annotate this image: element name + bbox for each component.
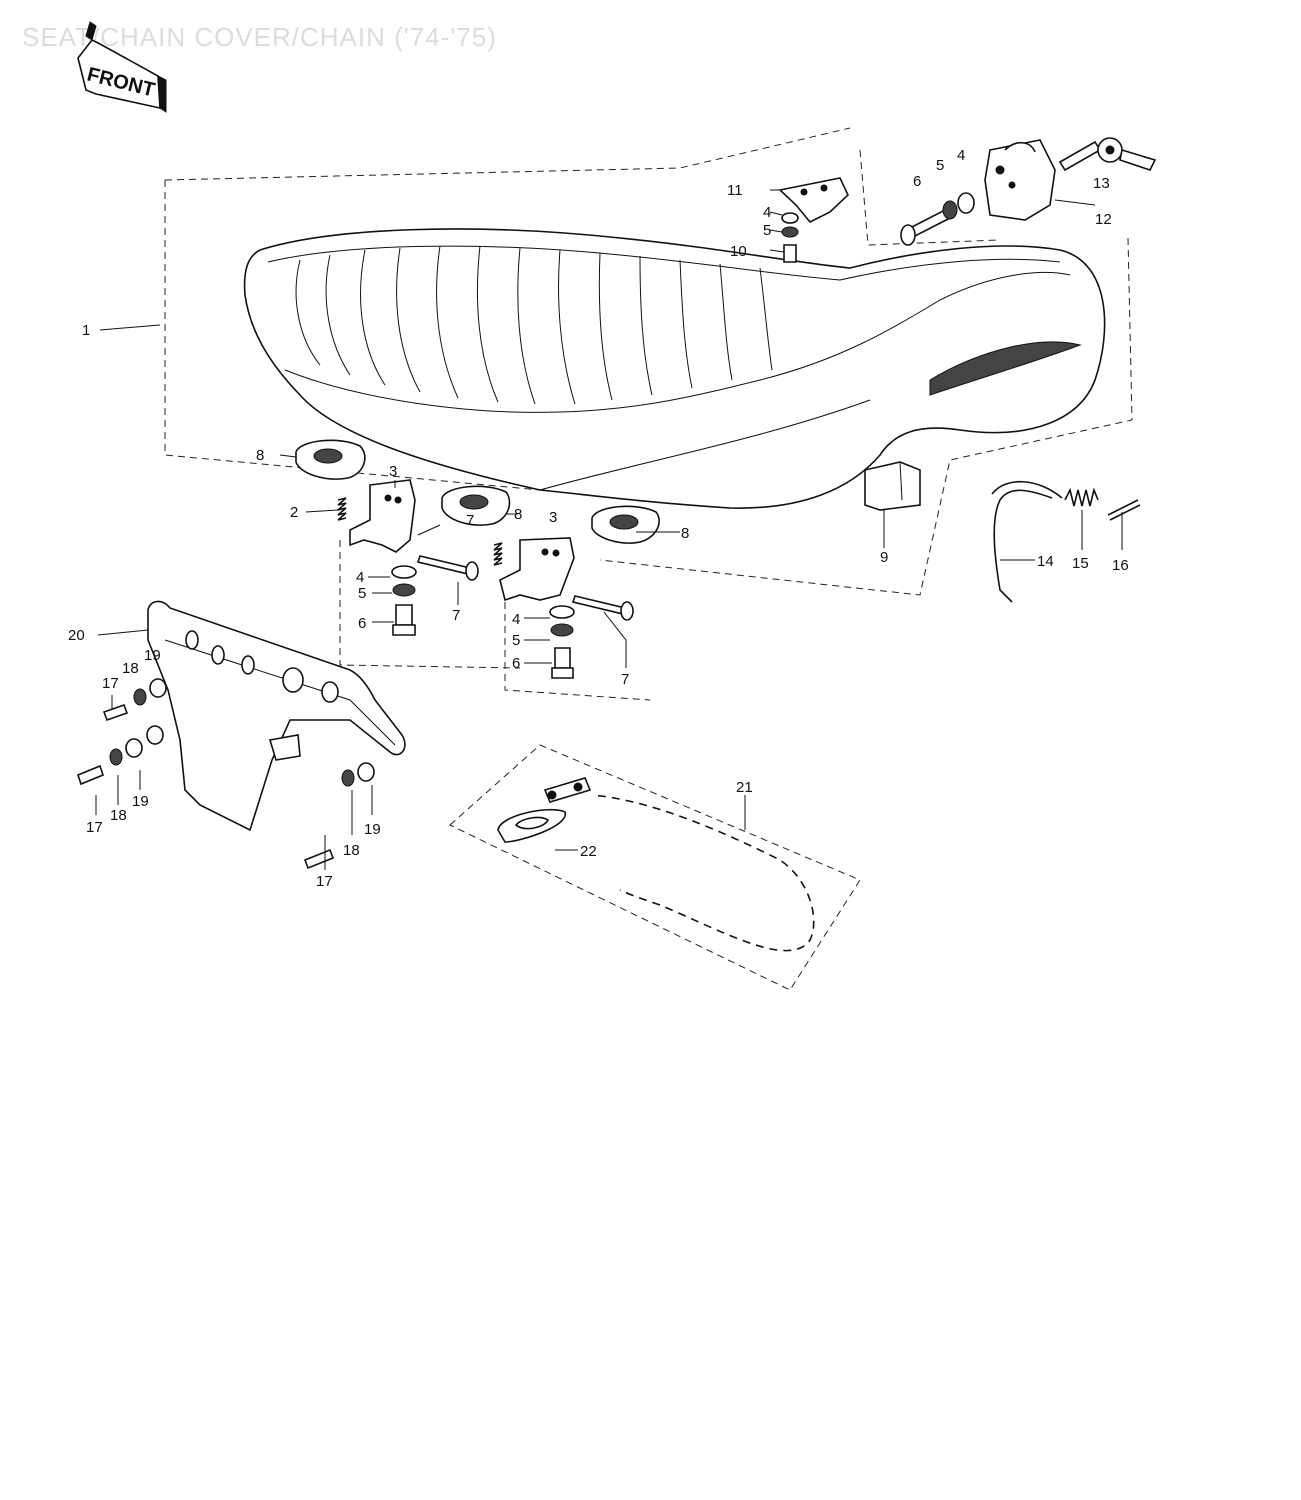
- callout-1: 1: [82, 322, 90, 339]
- bracket-fasteners: [391, 565, 575, 679]
- callout-16: 16: [1112, 557, 1129, 574]
- cover-fasteners: [77, 678, 375, 870]
- callout-19: 19: [132, 793, 149, 810]
- callout-7: 7: [466, 512, 474, 529]
- stay-spring: [1064, 487, 1099, 507]
- callout-4: 4: [763, 204, 771, 221]
- callout-4: 4: [356, 569, 364, 586]
- seat-hinge-bracket: [349, 479, 575, 602]
- callout-6: 6: [358, 615, 366, 632]
- callout-7: 7: [621, 671, 629, 688]
- chain-cover: [146, 600, 406, 832]
- callout-13: 13: [1093, 175, 1110, 192]
- callout-8: 8: [256, 447, 264, 464]
- chain-joint: [497, 777, 592, 843]
- cotter-pin: [1107, 499, 1141, 521]
- callout-18: 18: [122, 660, 139, 677]
- assembly-group-lines: [164, 127, 1133, 991]
- helmet-lock-part-9: [864, 461, 921, 511]
- callout-6: 6: [512, 655, 520, 672]
- callout-4: 4: [957, 147, 965, 164]
- callout-5: 5: [512, 632, 520, 649]
- callout-14: 14: [1037, 553, 1054, 570]
- callout-5: 5: [763, 222, 771, 239]
- callout-17: 17: [102, 675, 119, 692]
- callout-5: 5: [936, 157, 944, 174]
- callout-10: 10: [730, 243, 747, 260]
- callout-15: 15: [1072, 555, 1089, 572]
- seat-lock-key-icon: [1058, 137, 1157, 172]
- seat-stay-rod: [991, 480, 1063, 603]
- callout-labels: 1 2 3 3 4 4 4 4 5 5 5 5 6 6 6 7 7 7 8 8 …: [68, 147, 1129, 890]
- callout-2: 2: [290, 504, 298, 521]
- callout-7: 7: [452, 607, 460, 624]
- drive-chain: [591, 793, 816, 953]
- callout-19: 19: [144, 647, 161, 664]
- callout-17: 17: [86, 819, 103, 836]
- callout-3: 3: [389, 463, 397, 480]
- callout-22: 22: [580, 843, 597, 860]
- hinge-spring: [337, 497, 503, 566]
- leader-lines: [95, 189, 1123, 870]
- callout-4: 4: [512, 611, 520, 628]
- callout-3: 3: [549, 509, 557, 526]
- callout-5: 5: [358, 585, 366, 602]
- callout-11: 11: [727, 182, 743, 199]
- callout-21: 21: [736, 779, 753, 796]
- callout-8: 8: [514, 506, 522, 523]
- callout-18: 18: [343, 842, 360, 859]
- callout-8: 8: [681, 525, 689, 542]
- callout-6: 6: [913, 173, 921, 190]
- lock-fasteners: [900, 192, 975, 246]
- seat-lock: [984, 139, 1056, 221]
- seat-bumper-part-8: [295, 439, 660, 544]
- seat-latch-hook: [778, 177, 849, 263]
- callout-17: 17: [316, 873, 333, 890]
- seat: [243, 228, 1106, 509]
- callout-18: 18: [110, 807, 127, 824]
- callout-19: 19: [364, 821, 381, 838]
- callout-20: 20: [68, 627, 85, 644]
- hinge-pin: [416, 555, 634, 621]
- callout-12: 12: [1095, 211, 1112, 228]
- callout-9: 9: [880, 549, 888, 566]
- front-arrow-icon: FRONT: [77, 21, 167, 113]
